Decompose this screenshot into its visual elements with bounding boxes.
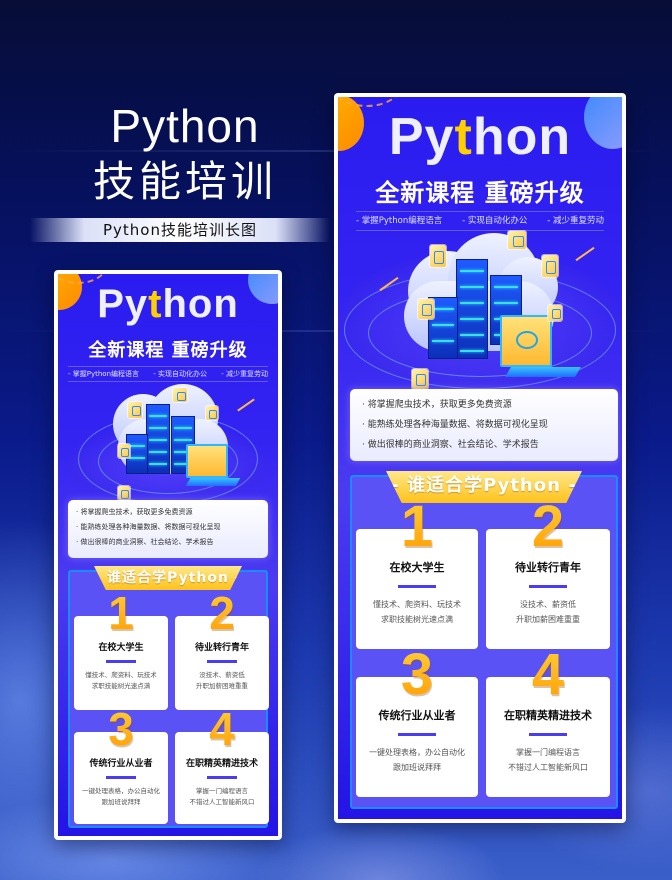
hero-title-cn: 技能培训 — [92, 157, 277, 206]
laptop-icon — [186, 444, 228, 478]
hero-title: Python 技能培训 — [60, 100, 310, 210]
poster-subtitle: 全新课程 重磅升级 — [375, 179, 585, 207]
card-title: 传统行业从业者 — [378, 709, 456, 722]
benefit-item: · 做出很棒的商业洞察、社会结论、学术报告 — [76, 538, 214, 546]
server-rack — [146, 404, 170, 474]
tag: - 实现自动化办公 — [462, 216, 528, 226]
cloud-server-illustration — [338, 231, 622, 391]
chip-icon — [118, 444, 130, 458]
poster-subtitle: 全新课程 重磅升级 — [88, 340, 248, 361]
audience-card: 4 在职精英精进技术 掌握一门编程语言 不错过人工智能新风口 — [175, 703, 269, 824]
card-title: 在职精英精进技术 — [504, 709, 592, 722]
chat-bubble-icon — [516, 331, 538, 349]
server-rack — [456, 259, 488, 359]
card-title: 在职精英精进技术 — [185, 759, 258, 769]
mail-icon — [173, 388, 187, 402]
cloud-server-illustration — [58, 384, 278, 504]
who-title-ribbon: - 谁适合学Python - — [386, 471, 582, 503]
card-number: 2 — [175, 586, 269, 640]
card-title: 待业转行青年 — [194, 643, 249, 653]
card-number: 2 — [486, 493, 610, 560]
audience-card: 1 在校大学生 懂技术、爬资料、玩技术 求职技能树光速点满 — [356, 494, 478, 649]
chip-icon — [412, 369, 428, 389]
tag: - 减少重复劳动 — [547, 216, 604, 226]
card-number: 4 — [175, 702, 269, 756]
benefits-box: · 将掌握爬虫技术，获取更多免费资源 · 能熟练处理各种海量数据、将数据可视化呈… — [68, 500, 268, 558]
poster-preview-large[interactable]: Python 全新课程 重磅升级 - 掌握Python编程语言 - 实现自动化办… — [334, 93, 626, 823]
benefit-item: · 将掌握爬虫技术，获取更多免费资源 — [76, 508, 193, 516]
card-number: 4 — [486, 641, 610, 708]
card-number: 3 — [74, 702, 168, 756]
card-number: 1 — [356, 493, 478, 560]
audience-card: 1 在校大学生 懂技术、爬资料、玩技术 求职技能树光速点满 — [74, 587, 168, 710]
tag: - 掌握Python编程语言 — [68, 370, 140, 378]
card-title: 传统行业从业者 — [89, 759, 153, 769]
poster-tags: - 掌握Python编程语言 - 实现自动化办公 - 减少重复劳动 — [356, 211, 604, 231]
benefit-item: · 能熟练处理各种海量数据、将数据可视化呈现 — [362, 420, 548, 430]
tag: - 实现自动化办公 — [153, 370, 207, 378]
hero-subtitle-banner: Python技能培训长图 — [30, 218, 330, 242]
poster-inner: Python 全新课程 重磅升级 - 掌握Python编程语言 - 实现自动化办… — [338, 97, 622, 819]
server-rack — [126, 434, 148, 474]
benefits-box: · 将掌握爬虫技术，获取更多免费资源 · 能熟练处理各种海量数据、将数据可视化呈… — [350, 389, 618, 461]
card-number: 3 — [356, 641, 478, 708]
tag: - 掌握Python编程语言 — [356, 216, 443, 226]
mail-icon — [508, 231, 526, 249]
chip-icon — [542, 255, 558, 277]
audience-card: 3 传统行业从业者 一键处理表格，办公自动化 跟加班说拜拜 — [356, 642, 478, 797]
poster-title: Python — [388, 108, 572, 166]
who-title-ribbon: - 谁适合学Python - — [94, 566, 242, 590]
tag: - 减少重复劳动 — [221, 370, 268, 378]
audience-card: 2 待业转行青年 没技术、薪资低 升职加薪困难重重 — [486, 494, 610, 649]
chip-icon — [118, 486, 130, 500]
audience-card: 3 传统行业从业者 一键处理表格，办公自动化 跟加班说拜拜 — [74, 703, 168, 824]
poster-inner: Python 全新课程 重磅升级 - 掌握Python编程语言 - 实现自动化办… — [58, 274, 278, 836]
chip-icon — [430, 245, 446, 267]
laptop-icon — [500, 315, 552, 367]
chip-icon — [418, 299, 434, 319]
chip-icon — [206, 406, 218, 420]
benefit-item: · 将掌握爬虫技术，获取更多免费资源 — [362, 400, 512, 410]
card-title: 待业转行青年 — [515, 561, 581, 574]
poster-tags: - 掌握Python编程语言 - 实现自动化办公 - 减少重复劳动 — [68, 366, 268, 382]
benefit-item: · 做出很棒的商业洞察、社会结论、学术报告 — [362, 440, 539, 450]
card-number: 1 — [74, 586, 168, 640]
card-title: 在校大学生 — [389, 561, 445, 574]
chip-icon — [548, 305, 562, 321]
audience-card: 4 在职精英精进技术 掌握一门编程语言 不错过人工智能新风口 — [486, 642, 610, 797]
card-title: 在校大学生 — [98, 643, 144, 653]
hero-title-en: Python — [110, 100, 260, 152]
benefit-item: · 能熟练处理各种海量数据、将数据可视化呈现 — [76, 523, 221, 531]
poster-preview-small[interactable]: Python 全新课程 重磅升级 - 掌握Python编程语言 - 实现自动化办… — [54, 270, 282, 840]
poster-title: Python — [97, 282, 239, 326]
audience-card: 2 待业转行青年 没技术、薪资低 升职加薪困难重重 — [175, 587, 269, 710]
chip-icon — [128, 402, 142, 418]
